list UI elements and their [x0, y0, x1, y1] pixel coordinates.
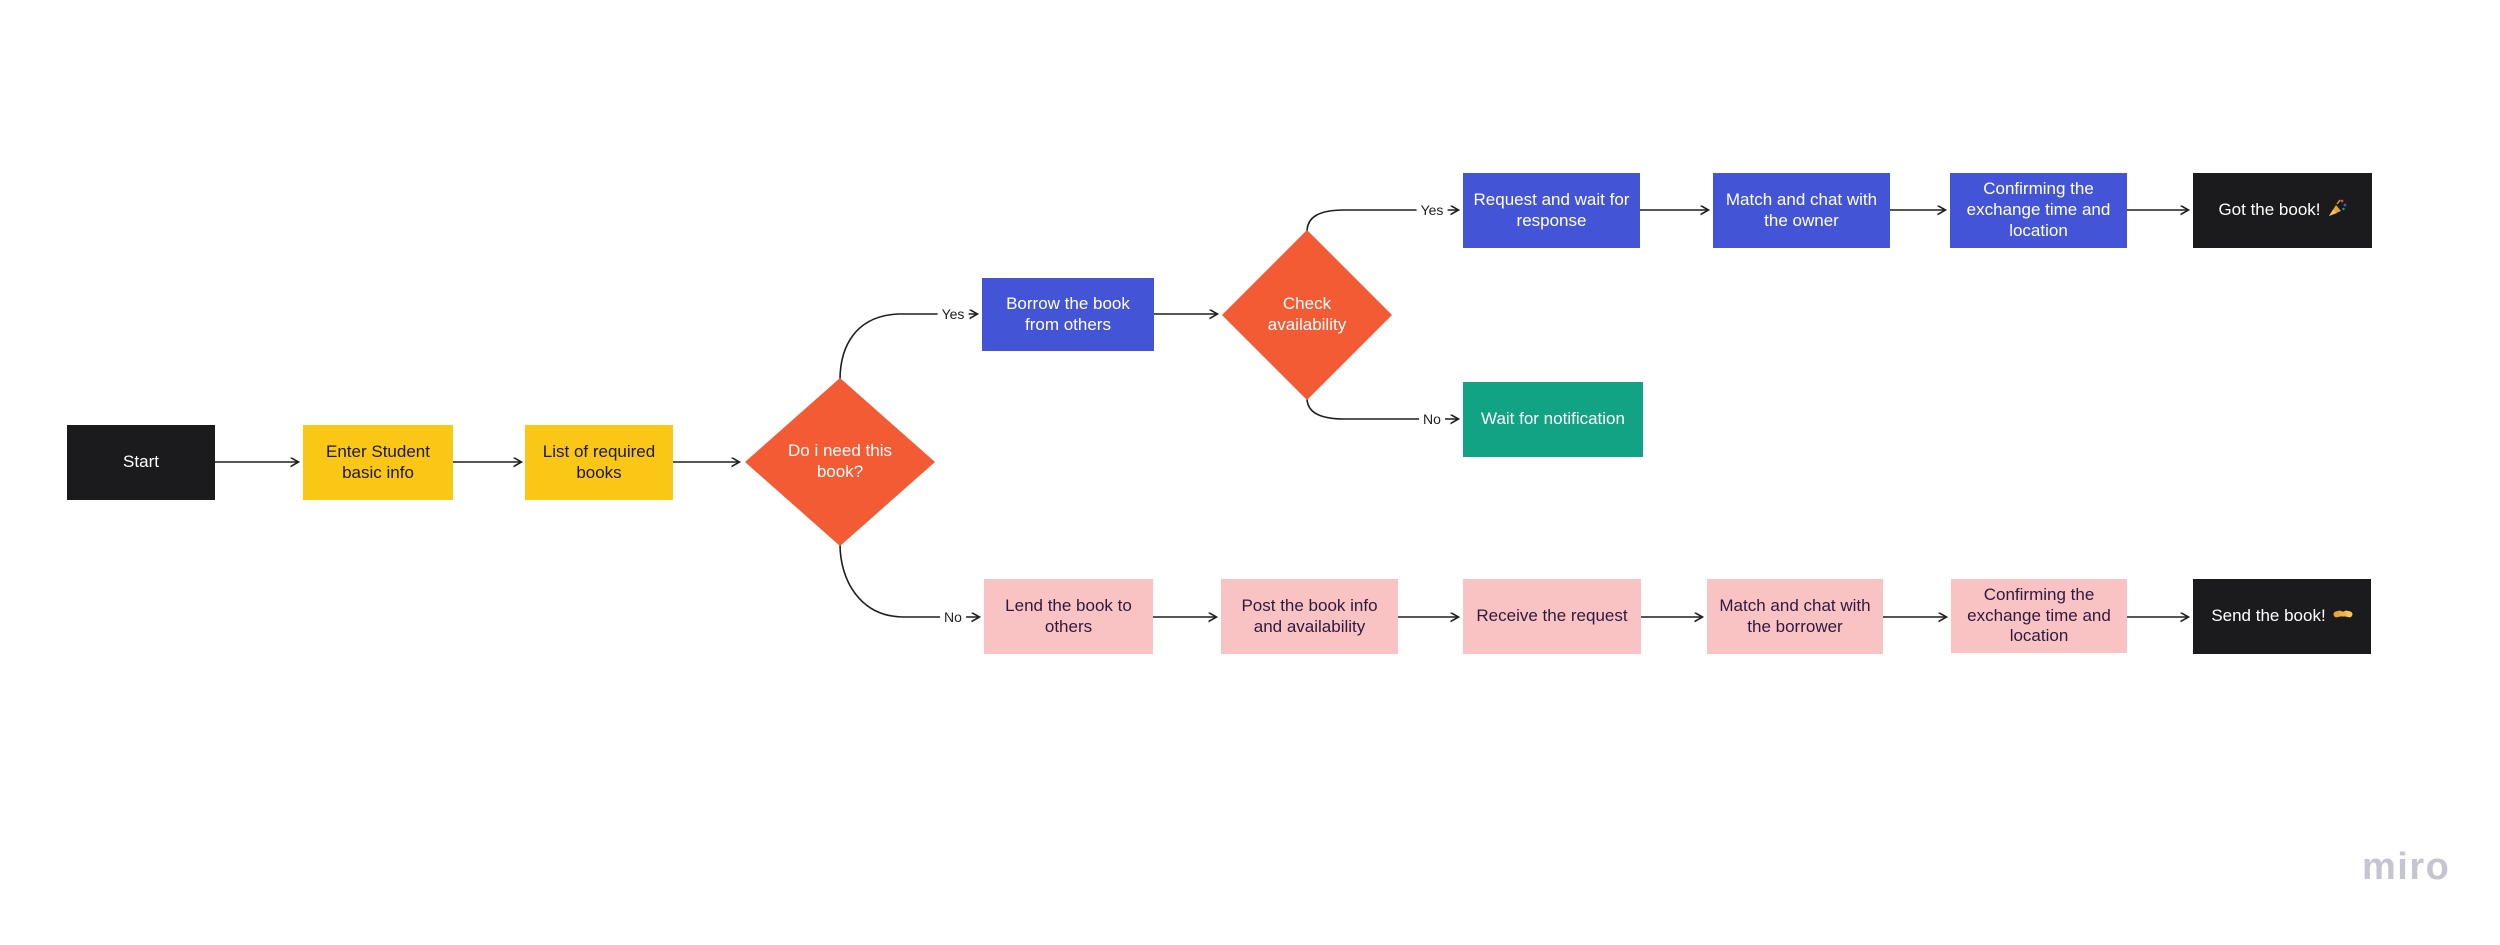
node-decision-check-availability[interactable]: Check availability	[1222, 230, 1392, 400]
decision-need-book-label: Do i need this book?	[788, 441, 892, 481]
party-popper-icon	[2328, 198, 2347, 223]
node-match-chat-borrower[interactable]: Match and chat with the borrower	[1707, 579, 1883, 654]
node-list-required-books[interactable]: List of required books	[525, 425, 673, 500]
miro-logo: miro	[2362, 846, 2451, 888]
node-confirm-exchange-lend[interactable]: Confirming the exchange time and locatio…	[1951, 579, 2127, 653]
send-the-book-label: Send the book!	[2211, 606, 2326, 626]
node-enter-student-info[interactable]: Enter Student basic info	[303, 425, 453, 500]
edge-need-borrow-yes[interactable]	[839, 314, 977, 381]
node-send-the-book[interactable]: Send the book!	[2193, 579, 2371, 654]
node-borrow-book[interactable]: Borrow the book from others	[982, 278, 1154, 351]
node-start[interactable]: Start	[67, 425, 215, 500]
node-request-wait-response[interactable]: Request and wait for response	[1463, 173, 1640, 248]
got-the-book-label: Got the book!	[2218, 200, 2321, 220]
edge-label-avail-no[interactable]: No	[1419, 411, 1445, 427]
node-post-book-info[interactable]: Post the book info and availability	[1221, 579, 1398, 654]
edge-label-need-no[interactable]: No	[940, 609, 966, 625]
edge-label-avail-yes[interactable]: Yes	[1416, 202, 1448, 218]
node-receive-request[interactable]: Receive the request	[1463, 579, 1641, 654]
node-got-the-book[interactable]: Got the book!	[2193, 173, 2372, 248]
node-wait-notification[interactable]: Wait for notification	[1463, 382, 1643, 457]
node-match-chat-owner[interactable]: Match and chat with the owner	[1713, 173, 1890, 248]
edge-label-need-yes[interactable]: Yes	[937, 306, 969, 322]
node-confirm-exchange-borrow[interactable]: Confirming the exchange time and locatio…	[1950, 173, 2127, 248]
handshake-icon	[2333, 606, 2353, 627]
edge-need-lend-no[interactable]	[839, 543, 979, 617]
decision-check-availability-label: Check availability	[1267, 294, 1347, 334]
node-decision-need-book[interactable]: Do i need this book?	[745, 378, 935, 546]
node-lend-book[interactable]: Lend the book to others	[984, 579, 1153, 654]
